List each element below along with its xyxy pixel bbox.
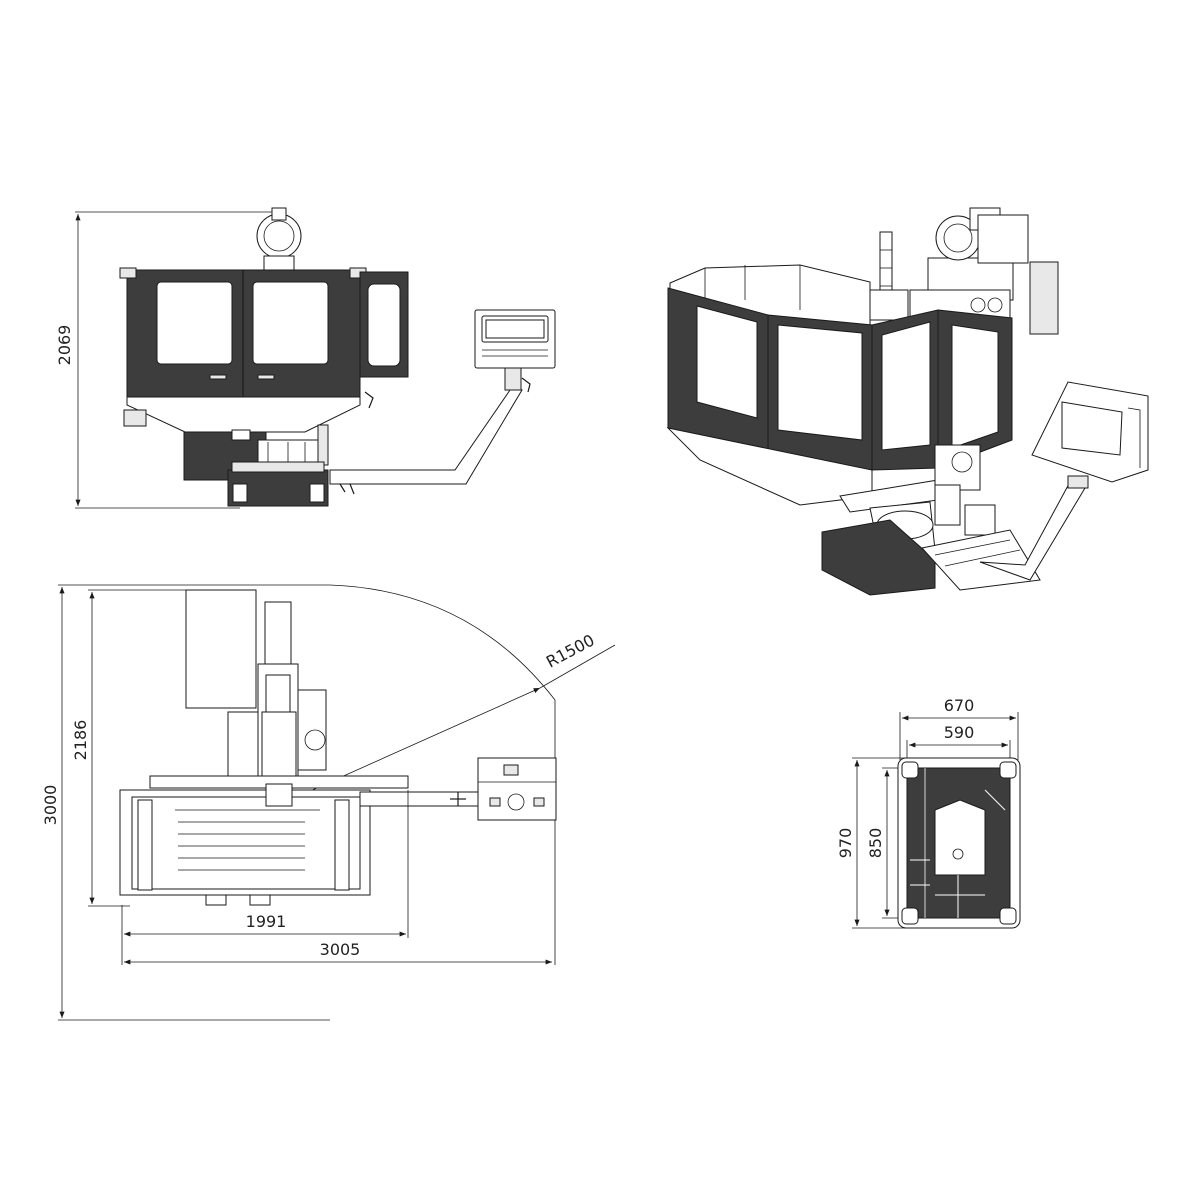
dim-base-depth-inner: 850 <box>866 828 885 859</box>
dim-swing-radius: R1500 <box>543 630 598 671</box>
top-view: 3000 2186 R1500 <box>41 584 616 1021</box>
dim-top-width-table: 1991 <box>246 912 287 931</box>
dim-top-width-total: 3005 <box>320 940 361 959</box>
dim-front-height: 2069 <box>55 325 74 366</box>
dim-base-width-inner: 590 <box>944 723 975 742</box>
base-footprint-view: 670 590 970 850 <box>836 696 1021 929</box>
isometric-view <box>666 207 1149 596</box>
dim-top-depth-table: 2186 <box>71 720 90 761</box>
dim-base-depth-outer: 970 <box>836 828 855 859</box>
front-view: 2069 <box>55 207 556 509</box>
dim-base-width-outer: 670 <box>944 696 975 715</box>
dim-top-depth-total: 3000 <box>41 785 60 826</box>
